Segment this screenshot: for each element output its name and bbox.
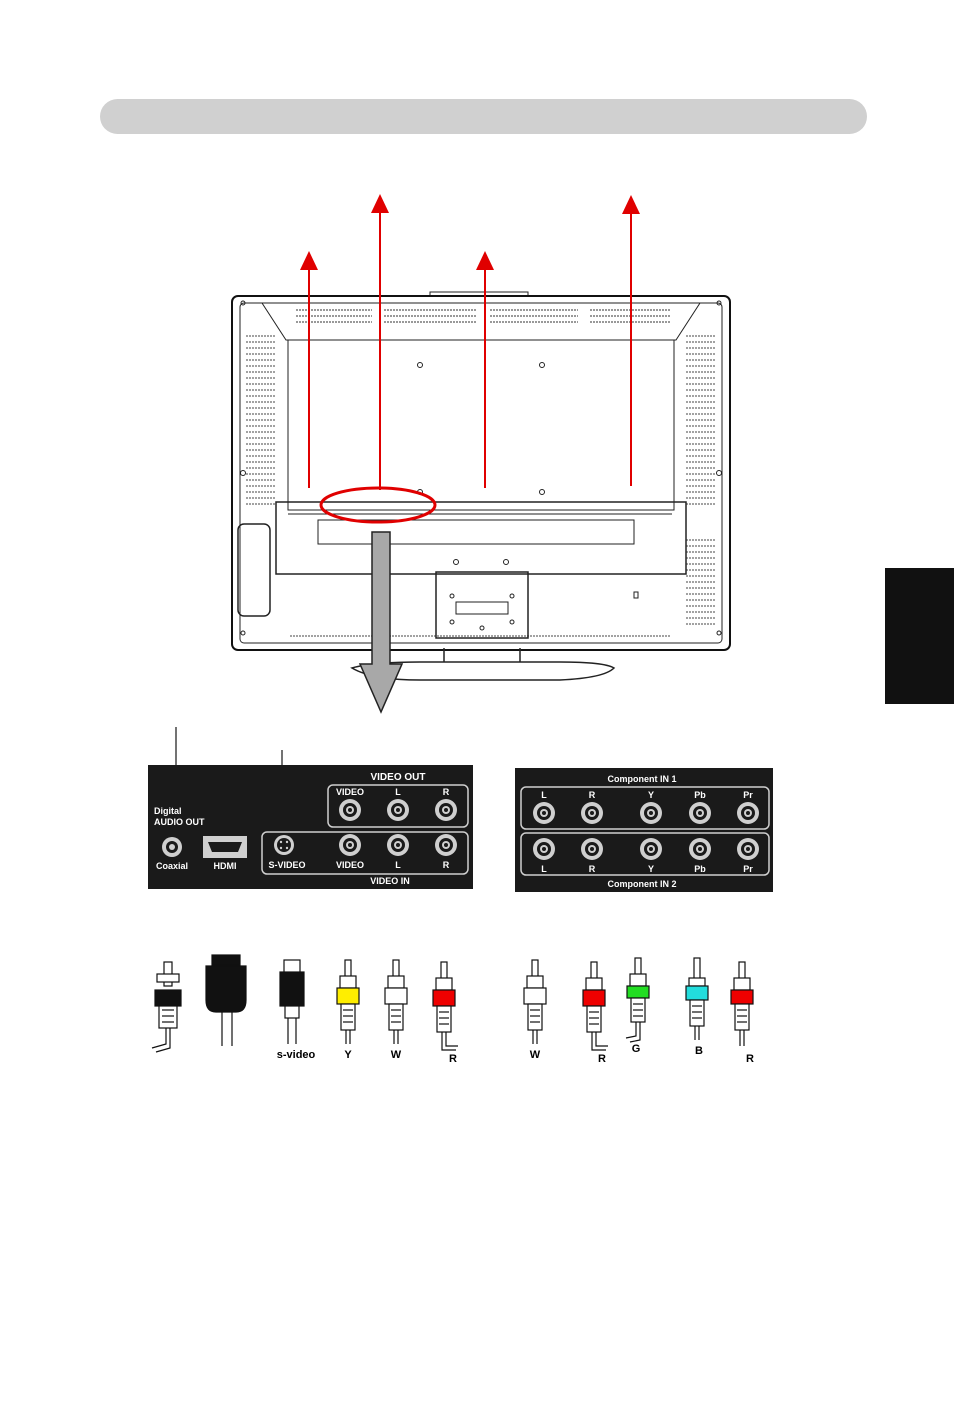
component-port-label: Pb (694, 790, 706, 800)
white-rca-cable-icon (385, 960, 407, 1044)
video-in-port-label: S-VIDEO (268, 860, 305, 870)
video-in-port-label: VIDEO (336, 860, 364, 870)
red-rca-cable-icon (433, 962, 458, 1050)
blue-cable-label: B (695, 1045, 703, 1057)
component-port-label: Y (648, 790, 654, 800)
component-port-label: R (589, 864, 596, 874)
component-port-label: L (541, 790, 547, 800)
svideo-jack-icon (274, 835, 294, 855)
green-rca-cable-icon (626, 958, 649, 1042)
rca-jack-icon (339, 834, 457, 856)
rca-jack-icon (339, 799, 457, 821)
coaxial-label: Coaxial (156, 861, 188, 871)
tv-back-illustration (232, 292, 730, 680)
video-out-port-label: R (443, 787, 450, 797)
video-in-title: VIDEO IN (370, 876, 410, 886)
video-out-port-label: VIDEO (336, 787, 364, 797)
white-cable-label: W (391, 1049, 402, 1061)
yellow-cable-label: Y (344, 1049, 352, 1061)
coaxial-jack-icon (162, 837, 182, 857)
component-port-label: R (589, 790, 596, 800)
component-port-label: Y (648, 864, 654, 874)
component-port-label: Pr (743, 790, 753, 800)
coaxial-cable-icon (152, 962, 181, 1052)
video-in-port-label: R (443, 860, 450, 870)
component-in-2-title: Component IN 2 (608, 879, 677, 889)
component-connector-panel: Component IN 1 L R Y Pb Pr L R Y Pb Pr C… (515, 768, 773, 892)
svideo-cable-label: s-video (277, 1049, 316, 1061)
left-connector-panel: VIDEO OUT VIDEO L R Digital AUDIO OUT Co… (148, 765, 473, 889)
component-in-1-title: Component IN 1 (608, 774, 677, 784)
cyan-rca-cable-icon (686, 958, 708, 1040)
video-out-title: VIDEO OUT (370, 772, 425, 783)
red-cable-label: R (598, 1053, 606, 1065)
cable-illustrations (152, 955, 753, 1052)
green-cable-label: G (632, 1043, 641, 1055)
red-cable-label: R (746, 1053, 754, 1065)
red-cable-label: R (449, 1053, 457, 1065)
white-cable-label: W (530, 1049, 541, 1061)
red-rca-cable-icon (731, 962, 753, 1046)
hdmi-port-icon (203, 836, 247, 858)
hdmi-label: HDMI (214, 861, 237, 871)
hdmi-cable-icon (206, 955, 246, 1046)
component-port-label: L (541, 864, 547, 874)
white-rca-cable-icon (524, 960, 546, 1044)
yellow-rca-cable-icon (337, 960, 359, 1044)
digital-label: Digital (154, 806, 182, 816)
svideo-cable-icon (280, 960, 304, 1044)
audio-out-label: AUDIO OUT (154, 817, 205, 827)
component-port-label: Pb (694, 864, 706, 874)
video-out-port-label: L (395, 787, 401, 797)
component-port-label: Pr (743, 864, 753, 874)
video-in-port-label: L (395, 860, 401, 870)
red-rca-cable-icon (583, 962, 608, 1050)
